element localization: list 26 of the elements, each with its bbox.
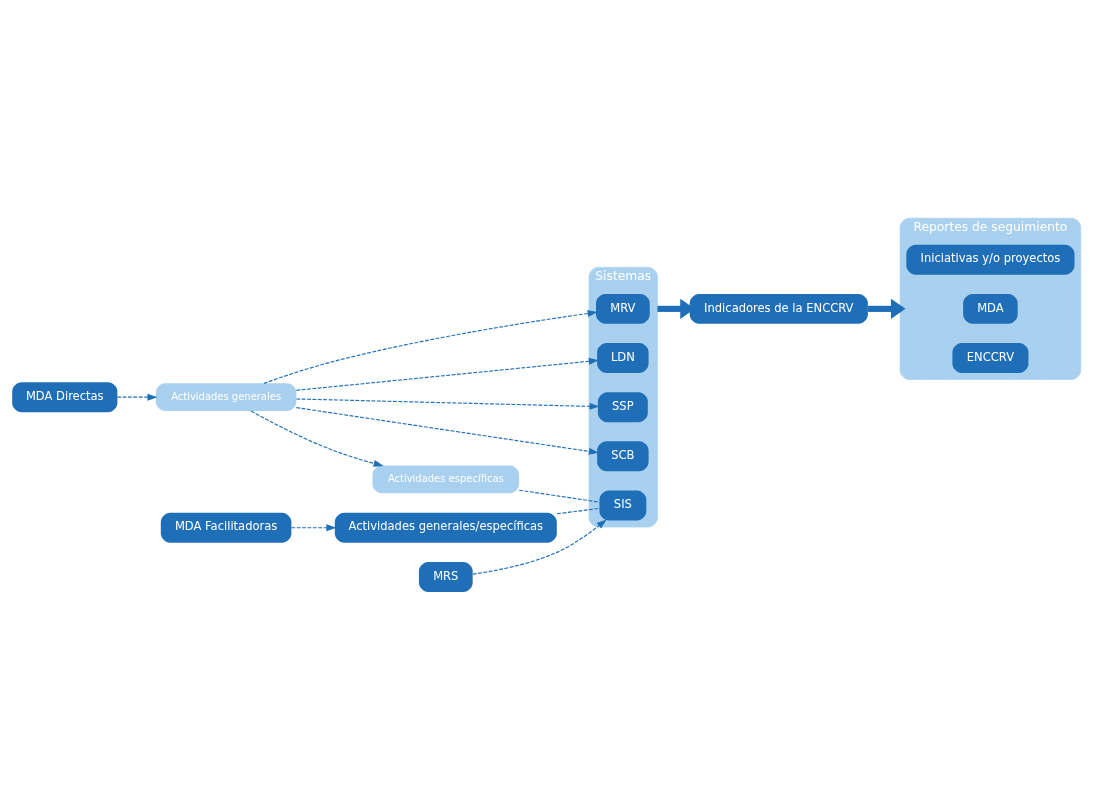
arrow xyxy=(263,310,598,384)
arrow xyxy=(295,357,599,391)
connector xyxy=(518,489,600,503)
node-box: Actividades generales xyxy=(155,383,297,412)
arrow xyxy=(250,410,384,467)
arrow xyxy=(290,524,337,532)
node-box: MRV xyxy=(595,293,650,324)
node-box: Iniciativas y/o proyectos xyxy=(906,244,1075,275)
node-box: MDA Facilitadoras xyxy=(160,512,292,543)
node-box: ENCCRV xyxy=(952,343,1029,373)
connector xyxy=(556,507,600,515)
node-box: Indicadores de la ENCCRV xyxy=(689,293,868,324)
arrow xyxy=(116,393,158,401)
node-box: SSP xyxy=(597,392,648,423)
node-box: Actividades generales/específicas xyxy=(334,512,557,543)
node-box: SIS xyxy=(599,490,647,521)
arrow xyxy=(295,407,599,455)
node-box: LDN xyxy=(597,343,649,373)
node-box: MRS xyxy=(418,561,473,592)
node-box: SCB xyxy=(597,441,649,472)
node-box: Actividades específicas xyxy=(372,465,520,494)
arrow xyxy=(295,398,600,410)
node-box: MDA xyxy=(963,293,1018,324)
arrow xyxy=(868,298,906,320)
node-box: MDA Directas xyxy=(12,382,118,413)
arrow xyxy=(472,519,607,575)
